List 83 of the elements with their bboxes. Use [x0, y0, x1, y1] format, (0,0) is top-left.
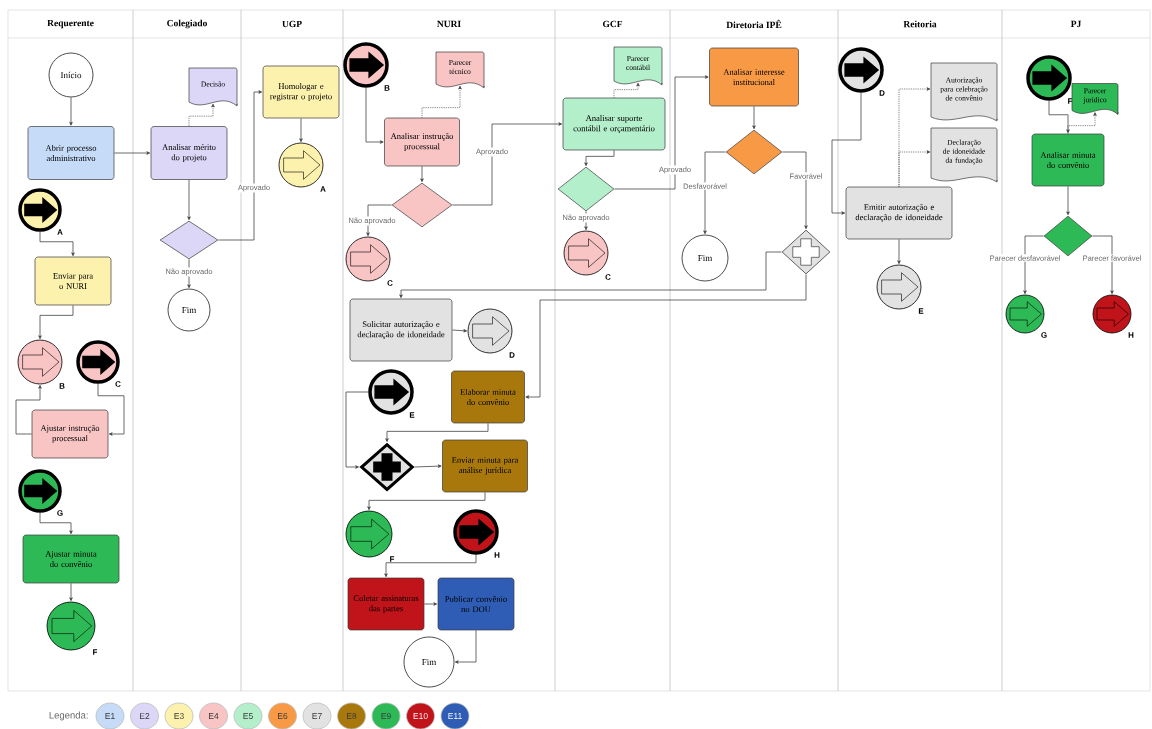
event-letter: E — [409, 412, 415, 418]
arrow — [584, 210, 588, 231]
decision-diamond — [1043, 215, 1093, 257]
arrow — [39, 231, 75, 257]
arrow — [365, 87, 384, 144]
task-box: Ajustar minuta do convênio — [22, 534, 120, 584]
arrow — [97, 383, 125, 436]
task-box: Analisar suporte contábil e orçamentário — [562, 97, 666, 151]
event-letter: D — [879, 90, 885, 96]
arrow — [423, 602, 438, 606]
event-letter: D — [509, 352, 515, 358]
arrow — [525, 274, 807, 399]
arrow — [366, 204, 393, 237]
task-box: Homologar e registrar o projeto — [262, 65, 340, 119]
arrow — [39, 512, 73, 535]
arrow — [831, 92, 862, 215]
legend-title: Legenda: — [49, 711, 88, 721]
arrow — [584, 149, 615, 167]
arrow — [217, 90, 263, 241]
arrow — [1066, 185, 1070, 216]
task-box: Analisar minuta do convênio — [1031, 133, 1105, 187]
arrow — [345, 391, 369, 469]
arrow — [420, 165, 424, 183]
arrow — [781, 151, 808, 230]
task-box: Analisar mérito do projeto — [150, 126, 228, 180]
decision-diamond — [725, 129, 783, 175]
task-box: Solicitar autorização e declaração de idoneidade — [349, 298, 453, 362]
arrow — [454, 629, 477, 664]
dotted-arrow — [421, 85, 462, 119]
dotted-arrow — [898, 150, 931, 188]
event-letter: A — [320, 186, 326, 192]
gateway-diamond — [781, 229, 831, 275]
task-box: Enviar para o NURI — [34, 256, 112, 306]
dotted-arrow — [188, 103, 215, 127]
arrow — [69, 582, 73, 602]
task-box: Publicar convênio no DOU — [437, 577, 515, 631]
arrow — [187, 179, 191, 221]
arrow — [367, 491, 486, 511]
arrow — [38, 304, 74, 340]
task-box: Emitir autorização e declaração de idoneidade — [845, 186, 953, 240]
dotted-arrow — [1067, 112, 1097, 135]
task-box: Abrir processo administrativo — [27, 126, 115, 180]
arrow — [1091, 235, 1114, 295]
event-letter: C — [387, 280, 393, 286]
event-letter: F — [390, 556, 395, 562]
arrow — [752, 105, 756, 130]
event-letter: G — [1041, 332, 1047, 338]
event-letter: A — [57, 229, 63, 235]
event-letter: B — [59, 383, 65, 389]
event-letter: F — [93, 649, 98, 655]
event-letter: B — [384, 85, 390, 91]
arrow — [384, 554, 477, 578]
task-box: Coletar assinaturas das partes — [347, 577, 425, 631]
task-box: Analisar instrução processual — [384, 117, 460, 167]
decision-diamond — [159, 220, 219, 260]
dotted-arrow — [613, 82, 640, 99]
event-letter: H — [494, 552, 500, 558]
task-box: Analisar interesse institucional — [709, 47, 799, 107]
event-letter: H — [1128, 332, 1134, 338]
arrow — [451, 122, 563, 206]
arrow — [69, 96, 73, 126]
arrow — [15, 385, 42, 435]
task-box: Ajustar instrução processual — [31, 409, 109, 459]
event-letter: E — [918, 308, 924, 314]
arrow — [299, 117, 303, 143]
task-box: Enviar minuta para análise jurídica — [442, 439, 528, 493]
arrow — [1023, 235, 1045, 295]
arrow — [187, 258, 191, 289]
arrow — [451, 329, 468, 333]
arrow — [897, 238, 901, 265]
event-letter: C — [605, 274, 611, 280]
arrow — [113, 151, 151, 155]
arrow — [703, 151, 727, 235]
arrow — [414, 464, 442, 468]
arrow — [385, 422, 489, 442]
task-box: Elaborar minuta do convênio — [451, 370, 525, 424]
event-letter: C — [115, 381, 121, 387]
event-letter: G — [57, 510, 63, 516]
arrow — [613, 75, 709, 190]
arrow — [399, 251, 782, 299]
event-letter: F — [1068, 98, 1073, 104]
arrow — [1048, 100, 1070, 134]
decision-diamond — [557, 166, 615, 212]
